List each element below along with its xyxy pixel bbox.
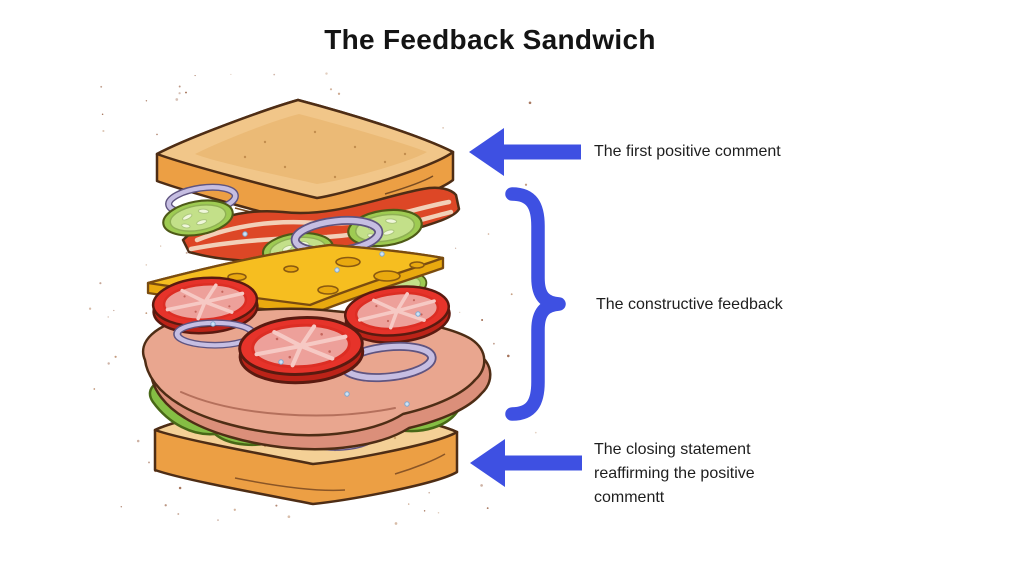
- page-title: The Feedback Sandwich: [324, 24, 656, 55]
- annotation-label-top: The first positive comment: [594, 143, 781, 160]
- curly-brace-shape: [505, 187, 566, 421]
- bottom-arrow-icon: [470, 439, 582, 487]
- middle-brace-icon: [505, 187, 566, 421]
- top-arrow-icon: [469, 128, 581, 176]
- annotation-label-middle: The constructive feedback: [596, 296, 783, 313]
- arrow-left-shape: [470, 439, 582, 487]
- water-droplets: [210, 231, 421, 407]
- sandwich-illustration: [88, 72, 540, 525]
- annotation-label-bottom: The closing statement reaffirming the po…: [594, 441, 755, 506]
- arrow-left-shape: [469, 128, 581, 176]
- ham-layer: [141, 307, 492, 451]
